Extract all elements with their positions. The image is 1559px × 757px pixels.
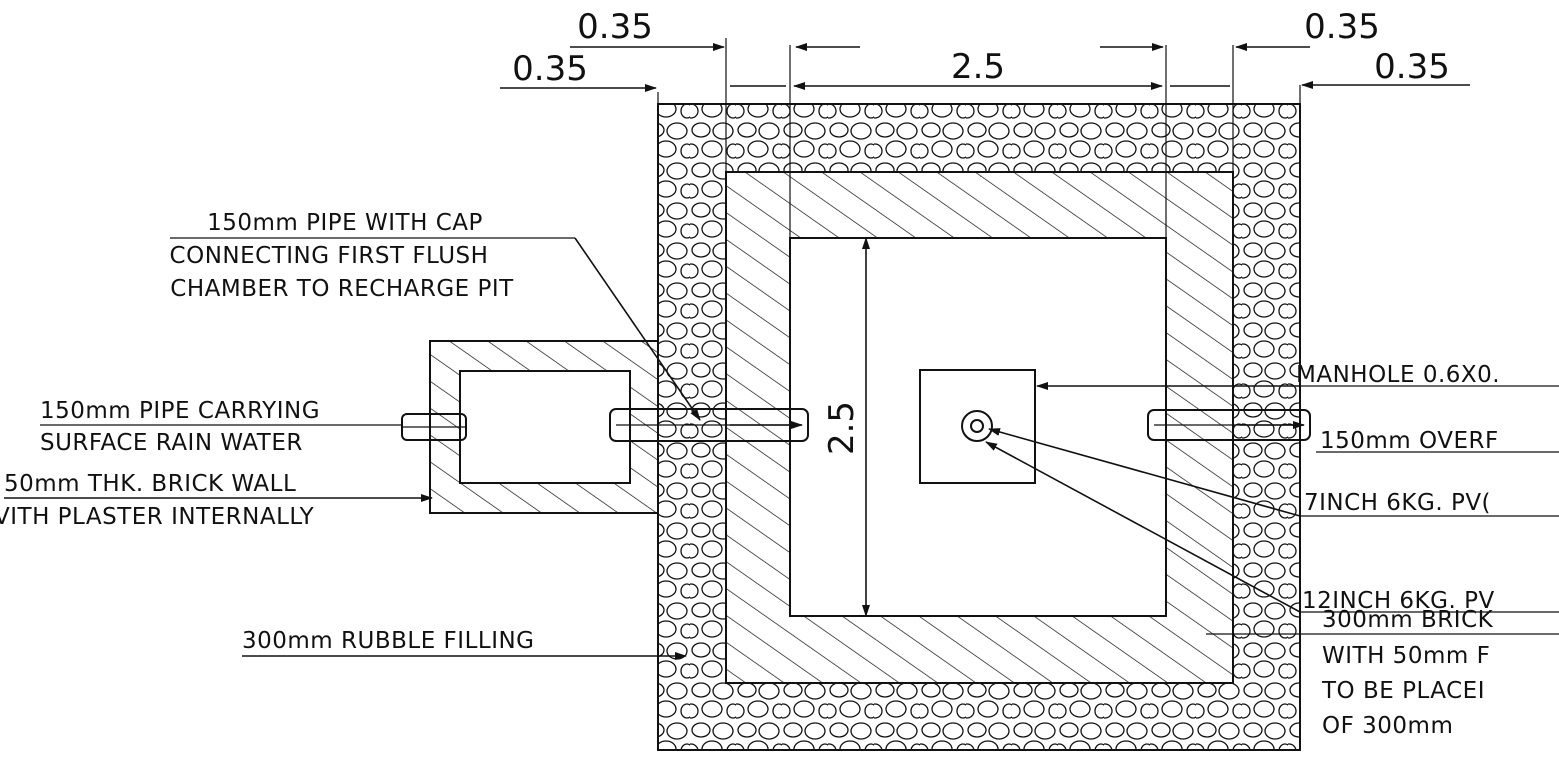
pvc-pipe-inner-circle: [970, 419, 984, 433]
label-pvc-12inch: 12INCH 6KG. PV: [985, 441, 1559, 614]
label-overflow: 150mm OVERF: [1316, 428, 1559, 454]
svg-text:300mm RUBBLE FILLING: 300mm RUBBLE FILLING: [242, 628, 535, 654]
svg-text:50mm THK. BRICK WALL: 50mm THK. BRICK WALL: [4, 471, 296, 497]
svg-text:150mm PIPE WITH CAP: 150mm PIPE WITH CAP: [207, 210, 483, 236]
label-pvc-7inch: 7INCH 6KG. PV(: [988, 428, 1559, 517]
dim-left-outer: 0.35: [512, 49, 588, 89]
svg-text:WITH 50mm F: WITH 50mm F: [1322, 643, 1490, 669]
svg-text:TO BE PLACEI: TO BE PLACEI: [1321, 678, 1485, 704]
label-brick-wall-large: 300mm BRICK WITH 50mm F TO BE PLACEI OF …: [1206, 607, 1559, 739]
svg-text:7INCH 6KG. PV(: 7INCH 6KG. PV(: [1304, 490, 1491, 516]
height-dimension-value: 2.5: [822, 401, 862, 455]
dim-right-outer: 0.35: [1374, 47, 1450, 87]
overflow-pipe: [1147, 409, 1311, 441]
recharge-pit-interior: [789, 237, 1167, 617]
manhole-square: [919, 369, 1036, 484]
svg-text:300mm BRICK: 300mm BRICK: [1322, 607, 1494, 633]
svg-text:SURFACE RAIN WATER: SURFACE RAIN WATER: [40, 430, 303, 456]
label-manhole: MANHOLE 0.6X0.: [1036, 362, 1559, 390]
svg-text:VITH PLASTER INTERNALLY: VITH PLASTER INTERNALLY: [0, 504, 315, 530]
dim-right-inner: 0.35: [1304, 7, 1380, 47]
label-pipe-with-cap: 150mm PIPE WITH CAP CONNECTING FIRST FLU…: [170, 210, 701, 421]
svg-text:CHAMBER TO RECHARGE PIT: CHAMBER TO RECHARGE PIT: [170, 276, 514, 302]
svg-text:12INCH 6KG. PV: 12INCH 6KG. PV: [1302, 588, 1495, 614]
dim-width: 2.5: [951, 47, 1005, 87]
brick-wall-hatched-region: [725, 171, 1234, 684]
svg-text:150mm OVERF: 150mm OVERF: [1320, 428, 1499, 454]
svg-text:MANHOLE 0.6X0.: MANHOLE 0.6X0.: [1296, 362, 1500, 388]
svg-text:150mm PIPE CARRYING: 150mm PIPE CARRYING: [40, 398, 320, 424]
svg-text:OF 300mm: OF 300mm: [1322, 713, 1453, 739]
first-flush-chamber-interior: [459, 370, 631, 484]
label-pipe-carrying: 150mm PIPE CARRYING SURFACE RAIN WATER: [40, 398, 402, 456]
dim-left-inner: 0.35: [577, 7, 653, 47]
label-brick-wall-small: 50mm THK. BRICK WALL VITH PLASTER INTERN…: [0, 471, 433, 530]
label-rubble-filling: 300mm RUBBLE FILLING: [242, 628, 687, 660]
svg-text:CONNECTING FIRST FLUSH: CONNECTING FIRST FLUSH: [170, 243, 489, 269]
pvc-pipe-outer-circle: [961, 410, 993, 442]
top-dimensions: [500, 38, 1470, 238]
connecting-pipe: [609, 408, 809, 442]
